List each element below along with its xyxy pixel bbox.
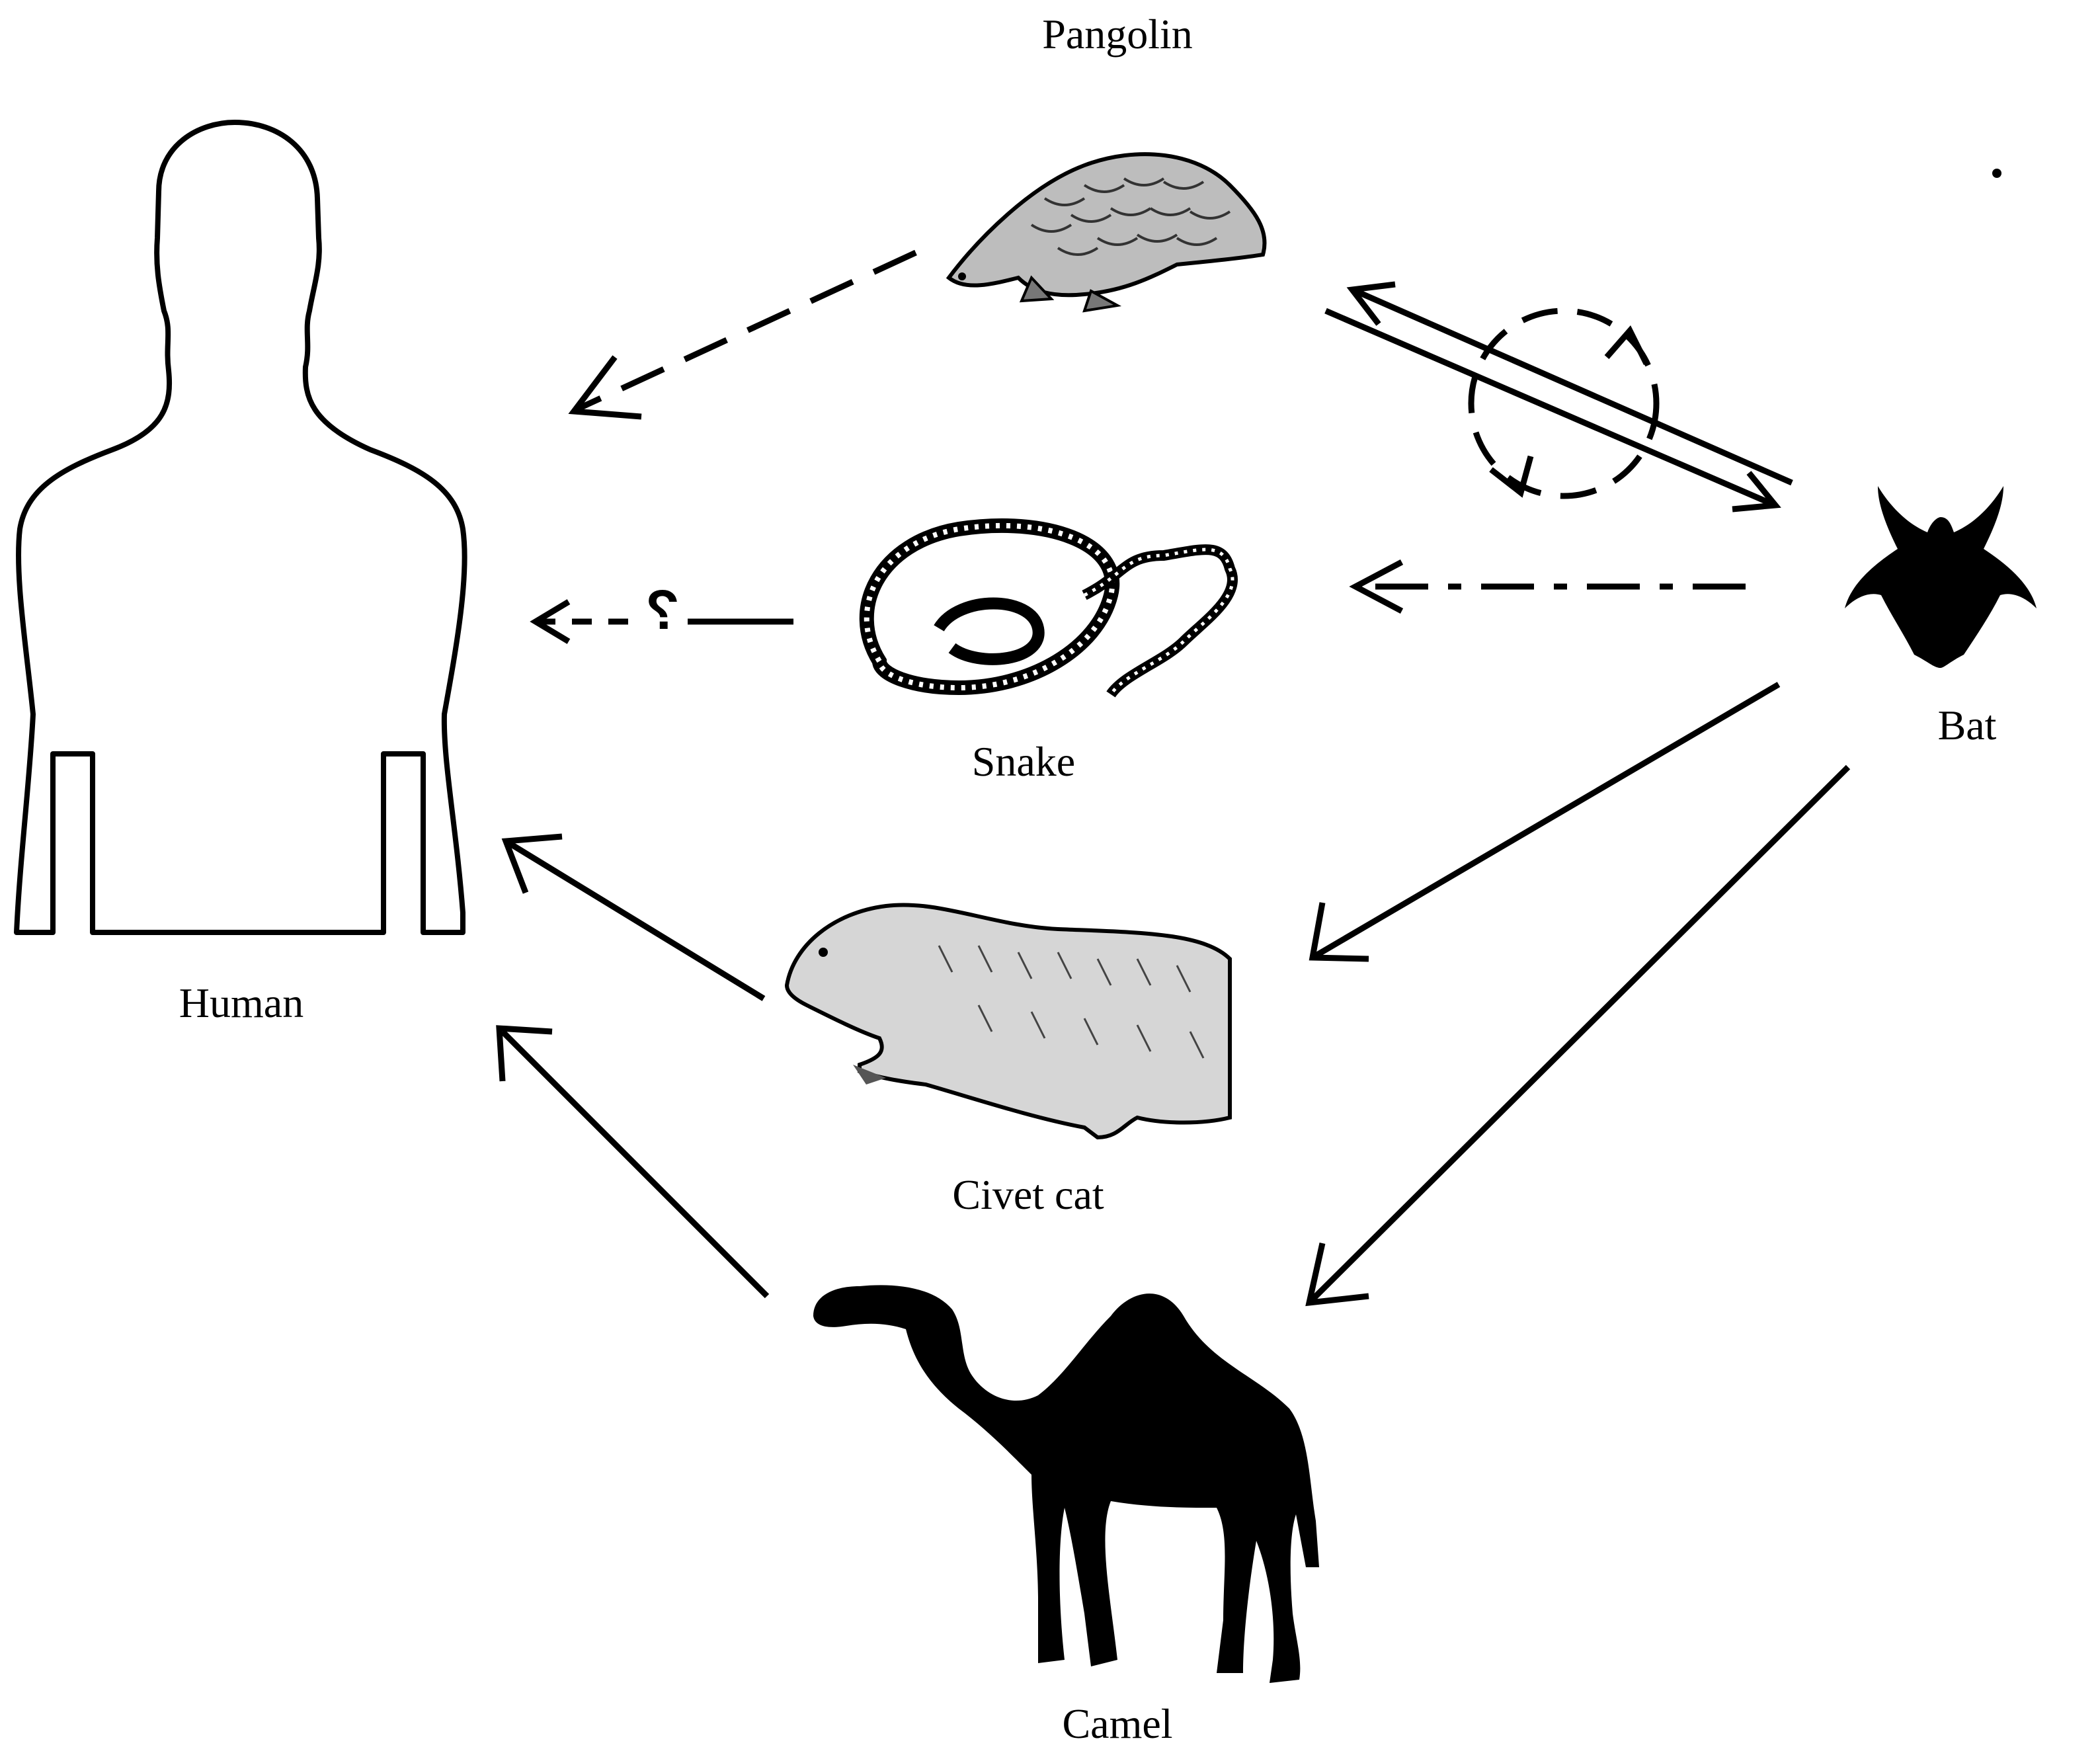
label-human: Human	[179, 979, 304, 1026]
arrow-bat-to-camel	[1310, 764, 1851, 1302]
arrow-bat-to-civet	[1314, 682, 1781, 958]
arrow-civet-to-human	[507, 840, 766, 1001]
bat-silhouette	[1845, 486, 2037, 668]
civet-illustration	[784, 903, 1232, 1140]
label-snake: Snake	[971, 738, 1076, 785]
snake-illustration	[859, 518, 1238, 698]
stray-dot	[1992, 169, 2001, 178]
arrow-bat-to-pangolin	[1354, 288, 1793, 486]
uncertain-question-mark: ?	[645, 579, 680, 641]
arrow-pangolin-to-human	[574, 249, 917, 413]
label-civet: Civet cat	[952, 1171, 1104, 1218]
arrows	[496, 249, 1851, 1307]
arrow-camel-to-human	[500, 1029, 770, 1299]
human-figure	[14, 120, 467, 935]
pangolin-illustration	[946, 152, 1267, 313]
cycle-loop	[1468, 307, 1660, 499]
label-camel: Camel	[1062, 1700, 1173, 1747]
label-pangolin: Pangolin	[1042, 11, 1193, 58]
label-bat: Bat	[1937, 702, 1997, 749]
camel-silhouette	[813, 1285, 1319, 1683]
arrow-pangolin-to-bat	[1324, 307, 1773, 507]
